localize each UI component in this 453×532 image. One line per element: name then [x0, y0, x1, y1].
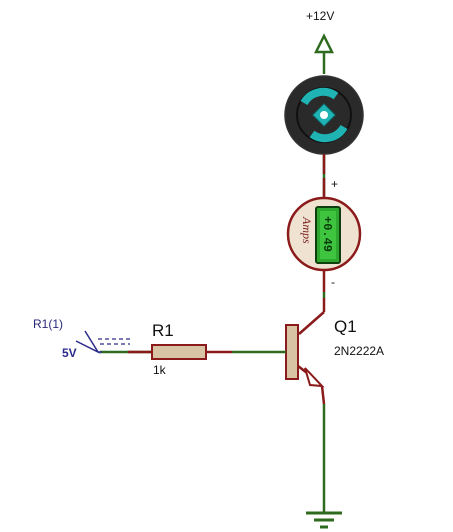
probe-arrow-icon — [75, 330, 101, 354]
ammeter-display-inner — [320, 211, 336, 259]
supply-arrow-icon — [313, 33, 335, 54]
ammeter-minus-label: - — [331, 275, 335, 289]
ammeter[interactable]: + +0.49 Amps - — [286, 177, 362, 292]
ammeter-unit: Amps — [300, 216, 314, 244]
voltage-probe[interactable]: R1(1) 5V — [33, 317, 130, 360]
resistor-body — [151, 344, 207, 360]
ammeter-plus-label: + — [331, 177, 338, 191]
emitter-lead — [320, 385, 326, 405]
ground-symbol[interactable] — [306, 511, 342, 529]
collector-diagonal — [298, 311, 325, 335]
motor[interactable] — [284, 75, 364, 155]
motor-shaft-center — [320, 111, 328, 119]
resistor-r1[interactable]: R1 1k — [100, 321, 232, 377]
probe-label: R1(1) — [33, 317, 63, 331]
emitter-arrow-icon — [304, 367, 325, 388]
probe-value: 5V — [62, 346, 77, 360]
ammeter-reading: +0.49 — [320, 216, 334, 252]
resistor-value: 1k — [153, 363, 167, 377]
supply-label: +12V — [306, 9, 334, 23]
resistor-ref: R1 — [152, 321, 174, 340]
motor-rotor-arc-bottom — [309, 124, 348, 143]
transistor-part: 2N2222A — [334, 344, 384, 358]
motor-rotor-arc-top — [300, 87, 339, 106]
base-bar — [285, 324, 299, 380]
supply-terminal[interactable]: +12V — [306, 9, 334, 74]
transistor-ref: Q1 — [334, 317, 357, 336]
transistor-q1[interactable]: Q1 2N2222A — [285, 298, 384, 405]
